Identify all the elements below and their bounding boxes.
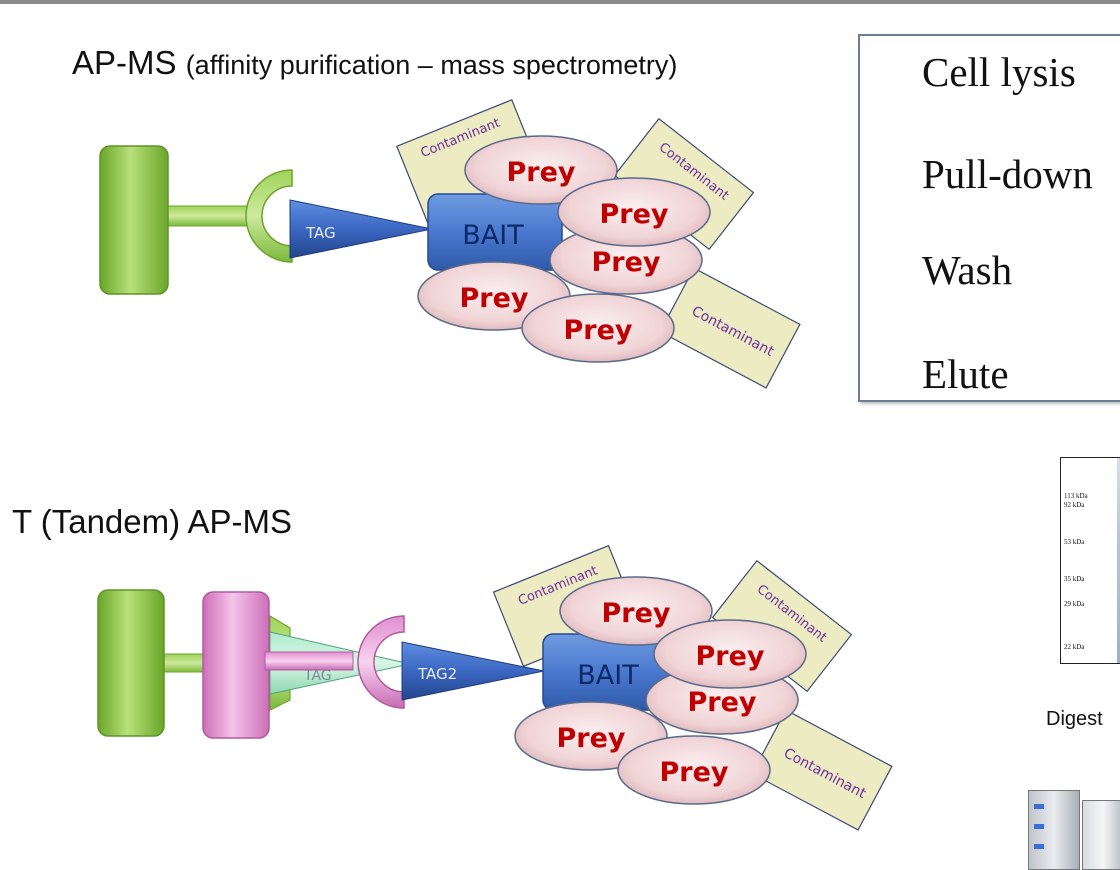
instrument-module [1082,800,1120,870]
prey-label: Prey [599,199,668,230]
instrument-light [1034,844,1044,849]
gel-marker: 22 kDa [1064,643,1085,651]
sds-page-gel: 113 kDa 92 kDa 53 kDa 35 kDa 29 kDa 22 k… [1060,457,1120,664]
tandem-title: T (Tandem) AP-MS [12,503,292,540]
step-elute: Elute [922,351,1009,397]
tag-label: TAG [303,668,332,684]
bait-label: BAIT [577,660,639,691]
top-border [0,0,1120,4]
prey-protein: Prey [557,177,711,247]
workflow-steps-box: Cell lysis Pull-down Wash Elute [858,34,1120,402]
title-subtitle: (affinity purification – mass spectromet… [185,50,678,80]
prey-label: Prey [506,157,575,188]
tag2-label: TAG2 [417,665,457,683]
prey-protein: Prey [653,619,807,689]
step-wash: Wash [922,247,1013,293]
prey-label: Prey [563,315,632,346]
prey-protein: Prey [617,735,771,805]
tag-binder [357,615,405,709]
gel-marker: 29 kDa [1064,600,1085,608]
prey-label: Prey [601,598,670,629]
title-main: AP-MS [72,44,177,81]
prey-label: Prey [556,723,625,754]
tag-label: TAG [305,224,336,242]
tag-triangle [289,199,433,259]
tag2-triangle [401,641,545,701]
bait-label: BAIT [462,220,524,251]
contaminant-box: Contaminant [659,267,801,389]
prey-protein: Prey [521,293,675,363]
secondary-support [202,591,270,739]
pink-linker-bar [264,651,354,671]
gel-marker: 53 kDa [1064,538,1085,546]
linker-bar [159,205,251,227]
step-pull-down: Pull-down [922,151,1093,197]
gel-marker: 92 kDa [1064,501,1085,509]
affinity-resin [99,145,169,295]
prey-protein: Prey [464,135,618,205]
affinity-resin [97,589,165,737]
prey-label: Prey [687,687,756,718]
prey-label: Prey [659,757,728,788]
prey-label: Prey [591,247,660,278]
affinity-binder [245,169,293,263]
instrument-light [1034,824,1044,829]
instrument-module [1028,790,1080,870]
ap-ms-title: AP-MS (affinity purification – mass spec… [72,44,677,82]
gel-lane [1117,458,1120,663]
step-cell-lysis: Cell lysis [922,49,1076,95]
prey-label: Prey [695,641,764,672]
prey-protein: Prey [559,576,713,646]
mass-spectrometer-image [1020,786,1120,870]
prey-label: Prey [459,283,528,314]
gel-marker: 35 kDa [1064,575,1085,583]
digest-label: Digest [1046,708,1103,730]
gel-marker: 113 kDa [1064,492,1088,500]
instrument-light [1034,804,1044,809]
contaminant-box: Contaminant [751,709,893,831]
